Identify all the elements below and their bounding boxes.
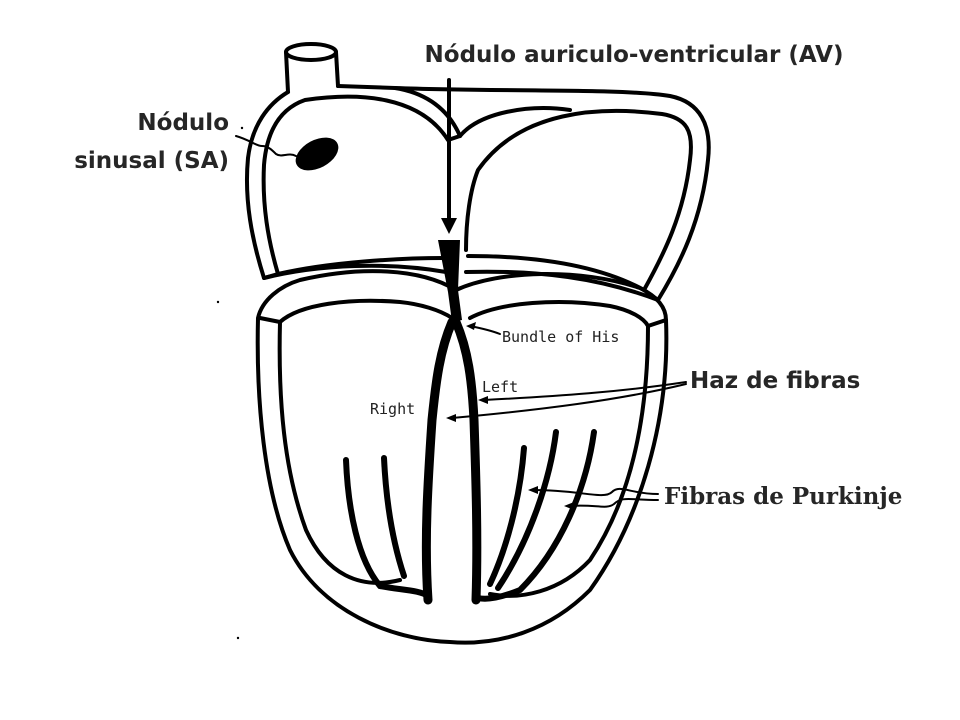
av-arrow-head	[441, 218, 457, 234]
purkinje-fiber-3	[487, 445, 527, 587]
left-bundle-branch	[451, 317, 482, 605]
labels: Nódulo auriculo-ventricular (AV) Nódulo …	[74, 42, 902, 510]
left-branch-label: Left	[482, 378, 518, 396]
purkinje-fiber-4	[495, 429, 559, 591]
purkinje-fiber-1	[343, 457, 431, 599]
great-vessel	[284, 42, 340, 94]
av-node-label: Nódulo auriculo-ventricular (AV)	[425, 42, 844, 68]
purkinje-fiber-5	[475, 429, 597, 602]
right-branch-label: Right	[370, 400, 415, 418]
purkinje-fibers-label: Fibras de Purkinje	[664, 483, 902, 510]
sa-node-label-line1: Nódulo	[137, 110, 229, 136]
left-atrium	[393, 86, 711, 302]
right-atrium	[244, 84, 462, 280]
bundle-branches-label: Haz de fibras	[690, 368, 860, 394]
av-node-shape	[438, 240, 462, 322]
sa-node-shape	[295, 137, 339, 171]
sa-node-label-line2: sinusal (SA)	[74, 148, 229, 174]
bundle-of-his-label: Bundle of His	[502, 328, 619, 346]
right-bundle-branch	[421, 317, 457, 605]
ventricles	[255, 269, 669, 645]
heart-drawing	[244, 42, 711, 645]
conduction-system	[343, 240, 597, 605]
pointers	[216, 78, 687, 640]
purkinje-fiber-2	[381, 455, 407, 579]
